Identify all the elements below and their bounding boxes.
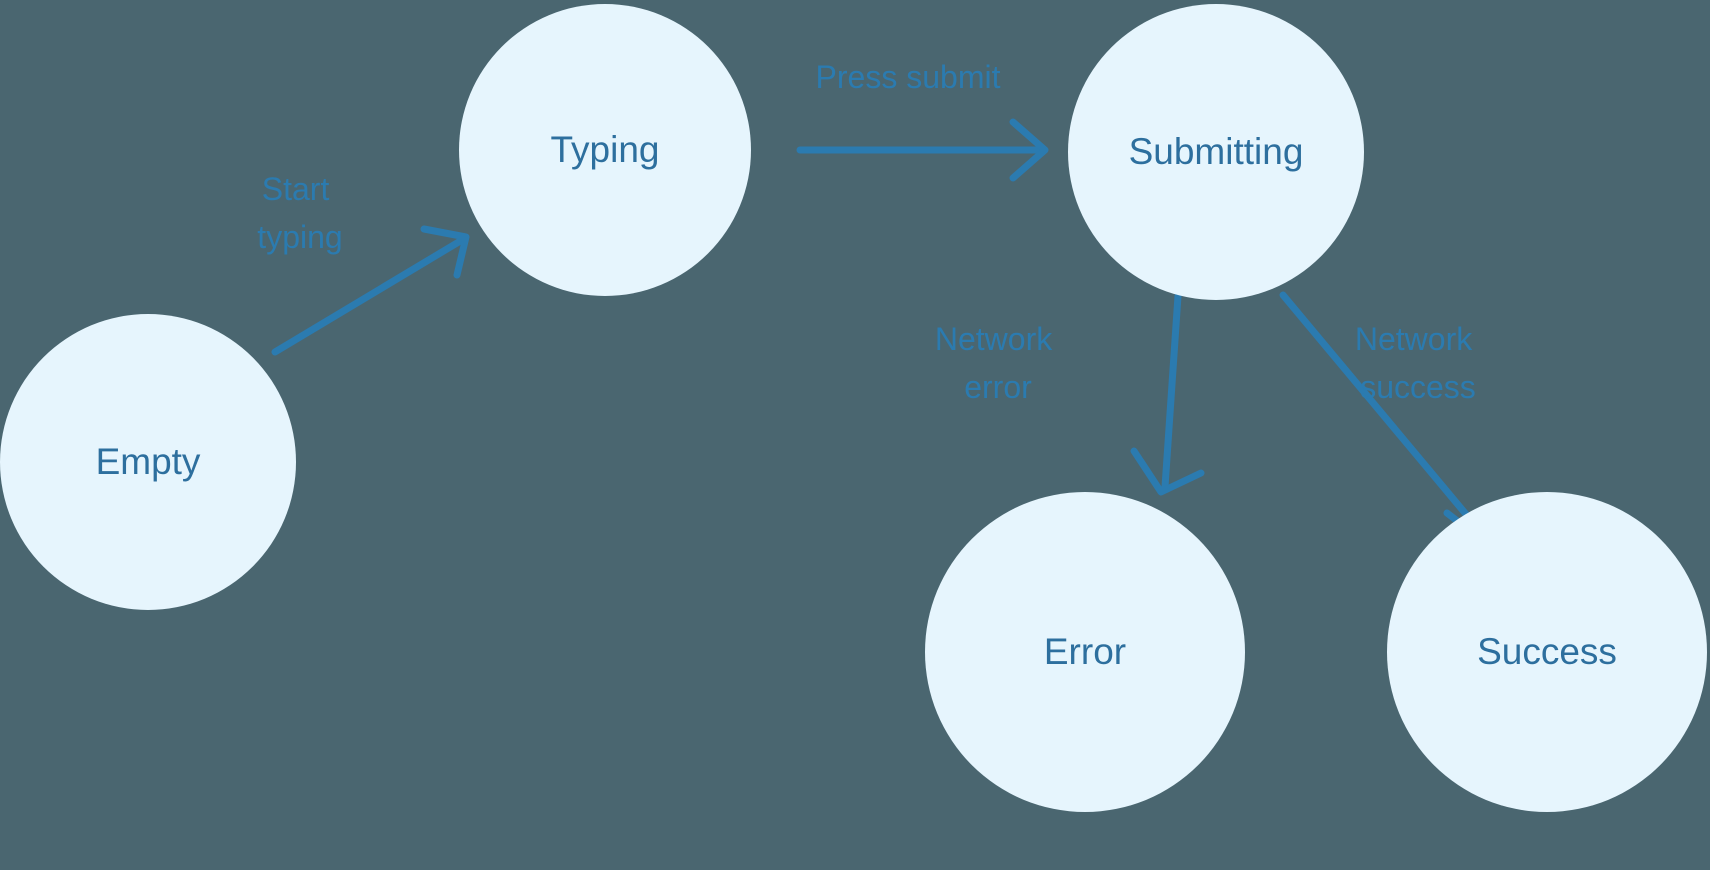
state-node-submitting-label: Submitting xyxy=(1129,131,1304,172)
state-node-empty[interactable]: Empty xyxy=(0,314,296,610)
edge-typing-to-submitting xyxy=(796,118,1049,182)
state-node-success-circle[interactable] xyxy=(1387,492,1707,812)
state-node-success-label: Success xyxy=(1477,631,1617,672)
edge-submitting-to-error-line xyxy=(1161,292,1182,491)
state-node-typing[interactable]: Typing xyxy=(459,4,751,296)
state-node-submitting[interactable]: Submitting xyxy=(1068,4,1364,300)
edge-submitting-to-error-arrowhead xyxy=(1130,447,1205,496)
edge-label-network-error: Network error xyxy=(935,321,1061,405)
edge-empty-to-typing xyxy=(271,225,470,356)
state-node-submitting-circle[interactable] xyxy=(1068,4,1364,300)
edge-empty-to-typing-line xyxy=(271,236,466,356)
state-node-empty-circle[interactable] xyxy=(0,314,296,610)
state-node-typing-circle[interactable] xyxy=(459,4,751,296)
edge-empty-to-typing-arrowhead xyxy=(420,225,470,279)
state-node-empty-label: Empty xyxy=(96,441,201,482)
edge-label-press-submit: Press submit xyxy=(816,59,1001,95)
edge-typing-to-submitting-arrowhead xyxy=(1009,118,1049,182)
state-node-error-circle[interactable] xyxy=(925,492,1245,812)
edge-label-network-success: Network success xyxy=(1355,321,1481,405)
state-node-error[interactable]: Error xyxy=(925,492,1245,812)
edge-label-start-typing: Start typing xyxy=(257,171,342,255)
edge-submitting-to-error xyxy=(1130,292,1205,496)
state-node-error-label: Error xyxy=(1044,631,1126,672)
state-node-typing-label: Typing xyxy=(550,129,659,170)
edge-submitting-to-success-line xyxy=(1279,291,1479,529)
state-node-success[interactable]: Success xyxy=(1387,492,1707,812)
